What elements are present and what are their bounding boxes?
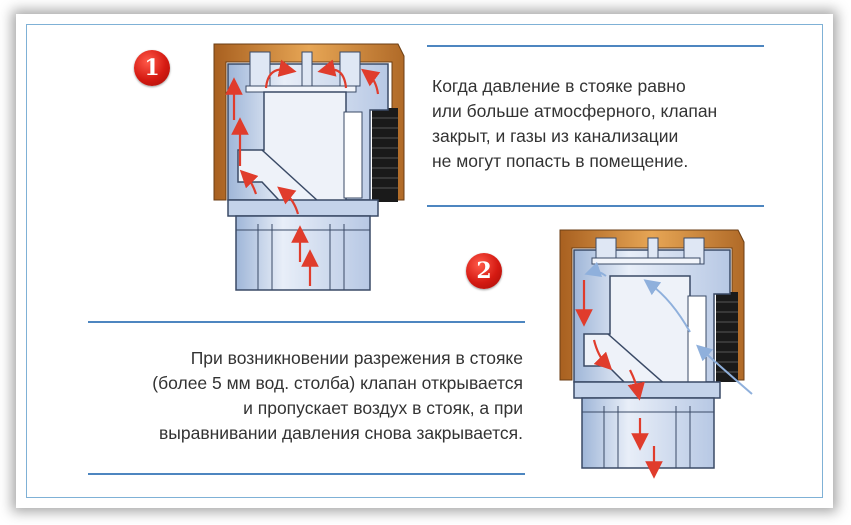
valve-1 [213,43,405,291]
valve-open-illustration [559,229,753,479]
step-2-line-4: выравнивании давления снова закрывается. [158,423,523,443]
divider-bottom-left [88,473,525,475]
step-1-line-2: или больше атмосферного, клапан [432,101,718,121]
step-2-description: При возникновении разрежения в стояке (б… [90,346,523,446]
step-1-badge: 1 [134,50,170,86]
step-1-description: Когда давление в стояке равно или больше… [432,74,717,174]
divider-mid-right [427,205,764,207]
divider-top-right [427,45,764,47]
step-2-line-1: При возникновении разрежения в стояке [190,348,523,368]
step-1-line-1: Когда давление в стояке равно [432,76,686,96]
step-2-line-3: и пропускает воздух в стояк, а при [243,398,523,418]
step-1-line-4: не могут попасть в помещение. [432,151,689,171]
step-2-line-2: (более 5 мм вод. столба) клапан открывае… [152,373,523,393]
divider-mid-left [88,321,525,323]
step-1-line-3: закрыт, и газы из канализации [432,126,679,146]
border-frame [26,24,823,498]
step-2-badge: 2 [466,253,502,289]
